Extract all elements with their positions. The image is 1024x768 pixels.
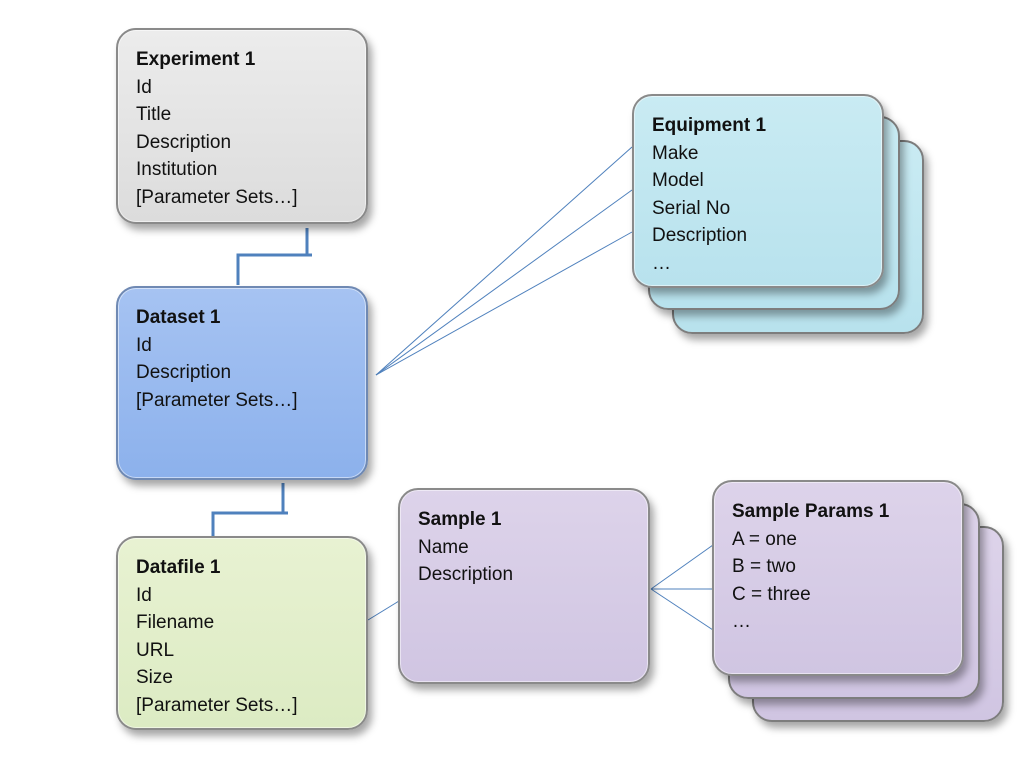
experiment-field-id: Id [136,76,152,98]
datafile-card: Datafile 1 Id Filename URL Size [Paramet… [116,536,368,730]
sample-params-line-3 [650,588,714,631]
dataset-datafile-connector [211,483,285,537]
experiment-field-title: Title [136,104,172,125]
datafile-field-parameter-sets: [Parameter Sets…] [136,694,298,716]
equipment-card: Equipment 1 Make Model Serial No Descrip… [632,94,884,288]
dataset-field-parameter-sets: [Parameter Sets…] [136,389,298,411]
sample-field-name: Name [418,536,469,558]
dataset-equipment-line-3 [375,231,633,376]
datafile-field-filename: Filename [136,612,215,633]
experiment-title: Experiment 1 [136,49,256,70]
sample-params-card: Sample Params 1 A = one B = two C = thre… [712,480,964,676]
dataset-title: Dataset 1 [136,307,221,328]
equipment-field-make: Make [652,142,699,164]
experiment-dataset-connector [236,228,309,285]
datafile-field-url: URL [136,639,175,661]
sample-params-field-c: C = three [732,583,811,605]
equipment-field-serial-no: Serial No [652,197,731,219]
equipment-title: Equipment 1 [652,115,767,136]
sample-params-title: Sample Params 1 [732,501,890,522]
datafile-title: Datafile 1 [136,557,221,578]
dataset-card: Dataset 1 Id Description [Parameter Sets… [116,286,368,480]
sample-title: Sample 1 [418,509,502,530]
equipment-field-model: Model [652,170,704,191]
sample-params-field-ellipsis: … [732,611,751,632]
dataset-equipment-line-2 [375,189,633,376]
dataset-field-description: Description [136,362,232,383]
sample-params-field-a: A = one [732,528,797,550]
dataset-field-id: Id [136,334,152,356]
experiment-field-parameter-sets: [Parameter Sets…] [136,186,298,208]
equipment-field-description: Description [652,225,748,246]
dataset-equipment-line-1 [375,146,633,376]
experiment-card: Experiment 1 Id Title Description Instit… [116,28,368,224]
sample-params-field-b: B = two [732,556,796,577]
equipment-field-ellipsis: … [652,252,671,274]
datafile-field-id: Id [136,584,152,606]
sample-card: Sample 1 Name Description [398,488,650,684]
experiment-field-institution: Institution [136,159,218,180]
experiment-field-description: Description [136,131,232,153]
datafile-sample-line [367,600,400,621]
sample-field-description: Description [418,564,514,585]
sample-params-line-1 [650,544,714,590]
datafile-field-size: Size [136,667,173,688]
